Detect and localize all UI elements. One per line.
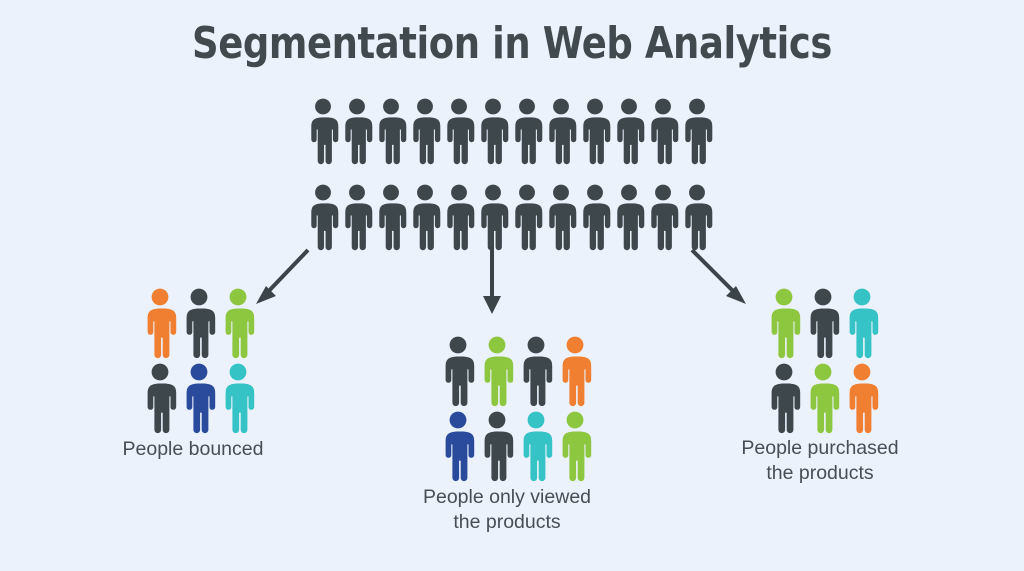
person-icon — [578, 92, 612, 172]
person-icon — [142, 288, 178, 360]
person-icon — [612, 178, 646, 258]
person-icon — [440, 411, 476, 483]
visitor-pool-group — [306, 92, 714, 264]
person-icon — [518, 411, 554, 483]
person-icon — [805, 363, 841, 435]
person-icon — [220, 363, 256, 435]
person-icon — [766, 288, 802, 360]
person-icon — [544, 178, 578, 258]
segment-caption-purchased: People purchased the products — [741, 437, 899, 484]
person-icon — [612, 92, 646, 172]
person-icon — [479, 336, 515, 408]
person-icon — [518, 336, 554, 408]
person-icon — [557, 411, 593, 483]
person-icon — [142, 363, 178, 435]
person-icon — [181, 288, 217, 360]
segment-group-purchased — [766, 288, 880, 438]
person-icon — [476, 92, 510, 172]
person-icon — [844, 363, 880, 435]
arrow-to-purchased-icon — [690, 248, 746, 304]
person-icon — [680, 178, 714, 258]
segment-caption-viewed: People only viewed the products — [422, 486, 592, 533]
page-title: Segmentation in Web Analytics — [192, 18, 832, 69]
person-icon — [544, 92, 578, 172]
person-icon — [442, 92, 476, 172]
person-icon — [374, 92, 408, 172]
segment-caption-bounced: People bounced — [122, 438, 264, 460]
person-icon — [306, 178, 340, 258]
person-icon — [766, 363, 802, 435]
person-icon — [181, 363, 217, 435]
segment-group-viewed — [440, 336, 593, 486]
person-icon — [340, 92, 374, 172]
person-icon — [476, 178, 510, 258]
person-icon — [646, 92, 680, 172]
person-icon — [440, 336, 476, 408]
person-icon — [408, 92, 442, 172]
person-icon — [510, 92, 544, 172]
segment-group-bounced — [142, 288, 256, 438]
person-icon — [844, 288, 880, 360]
person-icon — [306, 92, 340, 172]
arrow-to-bounced-icon — [256, 248, 310, 304]
person-icon — [408, 178, 442, 258]
person-icon — [220, 288, 256, 360]
person-icon — [374, 178, 408, 258]
person-icon — [557, 336, 593, 408]
person-icon — [479, 411, 515, 483]
person-icon — [340, 178, 374, 258]
person-icon — [510, 178, 544, 258]
person-icon — [646, 178, 680, 258]
person-icon — [680, 92, 714, 172]
person-icon — [805, 288, 841, 360]
person-icon — [442, 178, 476, 258]
arrow-to-viewed-icon — [483, 246, 501, 314]
person-icon — [578, 178, 612, 258]
